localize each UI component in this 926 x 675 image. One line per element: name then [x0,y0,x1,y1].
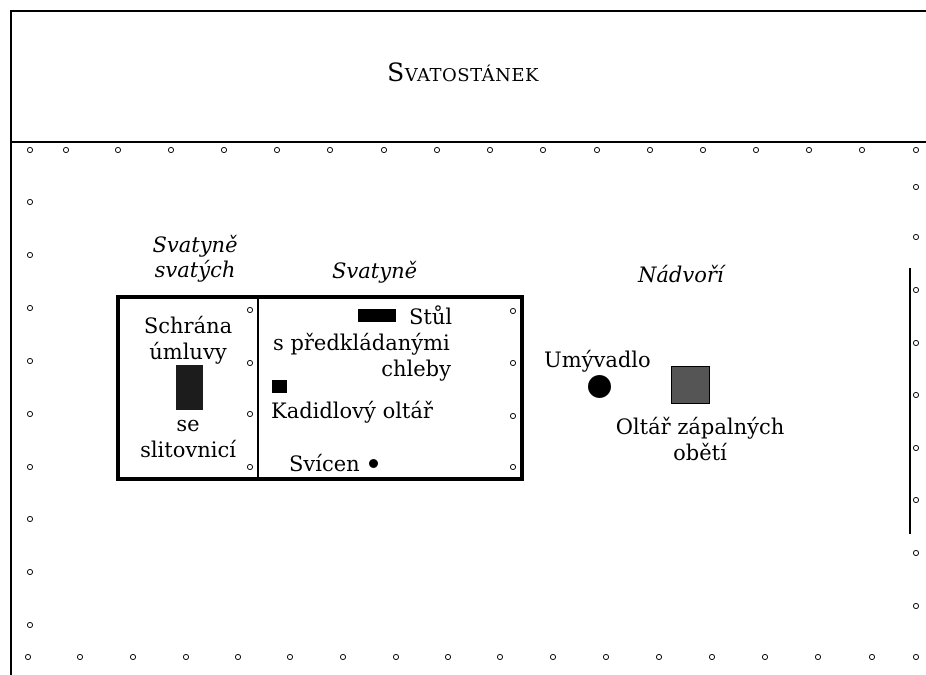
laver-label: Umývadlo [544,348,651,372]
post-dot [183,654,189,660]
post-dot [762,654,768,660]
post-dot [913,392,919,398]
post-dot [27,622,33,628]
post-dot [487,147,493,153]
post-dot [287,654,293,660]
courtyard-enclosure [10,141,926,675]
post-dot [540,147,546,153]
post-dot [913,497,919,503]
post-dot [913,550,919,556]
post-dot [327,147,333,153]
post-dot [869,654,875,660]
court-label: Nádvoří [638,263,724,287]
ark-line-3: se [176,412,200,436]
post-dot [27,411,33,417]
post-dot [656,654,662,660]
post-dot [27,252,33,258]
post-dot [25,654,31,660]
tabernacle-tent [116,295,524,481]
post-dot [27,516,33,522]
tent-post-dot [247,360,253,366]
post-dot [753,147,759,153]
diagram-title: Svatostánek [387,58,539,87]
ark-line-1: Schrána [143,314,233,338]
burnt-altar-line-1: Oltář zápalných [615,415,785,439]
holy-place-label: Svatyně [332,259,418,283]
tent-post-dot [510,464,516,470]
post-dot [27,358,33,364]
post-dot [913,287,919,293]
post-dot [27,464,33,470]
post-dot [859,147,865,153]
post-dot [603,654,609,660]
post-dot [63,147,69,153]
table-icon [358,309,396,322]
most-holy-place-label: Svatyně svatých [140,233,250,283]
post-dot [647,147,653,153]
post-dot [445,654,451,660]
post-dot [130,654,136,660]
post-dot [27,199,33,205]
post-dot [434,147,440,153]
incense-altar-icon [272,380,287,393]
table-label-3: chleby [381,357,451,381]
post-dot [393,654,399,660]
post-dot [913,445,919,451]
ark-label-top: Schrána úmluvy [126,313,250,365]
tent-post-dot [510,413,516,419]
post-dot [700,147,706,153]
post-dot [27,569,33,575]
post-dot [913,147,919,153]
post-dot [27,305,33,311]
table-label-1: Stůl [409,305,453,329]
tent-post-dot [247,411,253,417]
post-dot [913,603,919,609]
table-label-2: s předkládanými [273,331,450,355]
tent-post-dot [510,308,516,314]
ark-icon [176,365,203,410]
post-dot [913,234,919,240]
incense-altar-label: Kadidlový oltář [271,399,433,423]
tent-post-dot [247,464,253,470]
post-dot [77,654,83,660]
laver-icon [588,375,611,398]
post-dot [806,147,812,153]
post-dot [115,147,121,153]
post-dot [340,654,346,660]
post-dot [709,654,715,660]
outer-frame [10,10,926,675]
post-dot [594,147,600,153]
ark-line-2: úmluvy [149,340,227,364]
post-dot [221,147,227,153]
ark-line-4: slitovnicí [140,438,236,462]
post-dot [168,147,174,153]
tent-post-dot [247,307,253,313]
post-dot [381,147,387,153]
post-dot [550,654,556,660]
burnt-altar-label: Oltář zápalných obětí [600,414,800,466]
most-holy-line-1: Svatyně [152,233,238,257]
tent-post-dot [510,360,516,366]
lampstand-icon [369,459,378,468]
post-dot [913,184,919,190]
burnt-altar-line-2: obětí [673,441,727,465]
veil-divider [257,299,259,477]
most-holy-line-2: svatých [154,258,236,282]
post-dot [913,654,919,660]
post-dot [27,147,33,153]
post-dot [913,340,919,346]
lampstand-label: Svícen [289,452,360,476]
post-dot [497,654,503,660]
post-dot [815,654,821,660]
post-dot [274,147,280,153]
burnt-altar-icon [671,366,710,404]
courtyard-gate [909,268,911,534]
post-dot [235,654,241,660]
ark-label-bottom: se slitovnicí [126,411,250,463]
